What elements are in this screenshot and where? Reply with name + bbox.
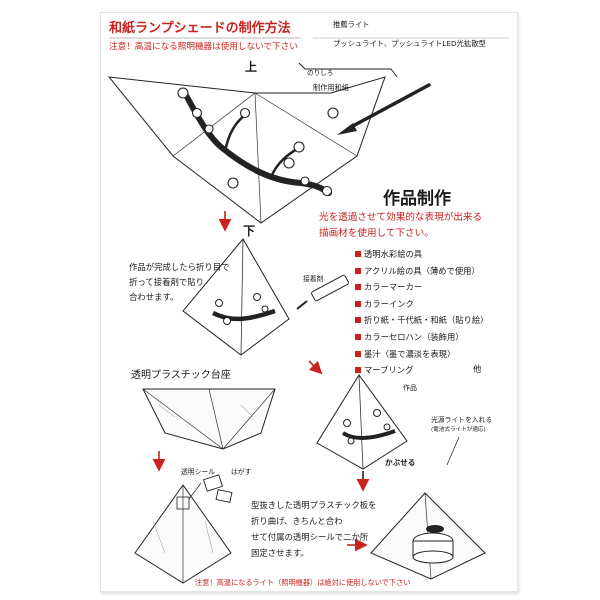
- base-text-line4: 固定させます。: [251, 548, 309, 558]
- insert-light-line2: (電池式ライトが適応): [431, 427, 486, 433]
- plastic-base-diagram: [142, 388, 276, 450]
- cover-label: かぶせる: [385, 458, 416, 467]
- warning-bottom: 注意！高温になるライト（照明機器）は絶対に使用しないで下さい: [195, 578, 411, 587]
- recommended-label: 推薦ライト: [333, 20, 370, 29]
- bullet-square-icon: [355, 300, 361, 307]
- material-item: カラーインク: [355, 299, 488, 316]
- bullet-square-icon: [355, 284, 361, 291]
- label-washi: 制作用和紙: [313, 83, 349, 92]
- materials-more: 他: [473, 364, 482, 374]
- work-intro-line2: 描画材を使用して下さい。: [319, 228, 434, 239]
- base-with-light-diagram: [370, 492, 486, 580]
- plum-branch-painting: [177, 87, 339, 197]
- peel-label: はがす: [231, 468, 252, 476]
- material-item: カラーセロハン（装飾用）: [355, 332, 488, 349]
- bullet-square-icon: [355, 251, 361, 257]
- recommended-lights: プッシュライト、プッシュライトLED光拡散型: [333, 39, 486, 48]
- bullet-square-icon: [355, 267, 361, 274]
- work-intro-line1: 光を透過させて効果的な表現が出来る: [319, 212, 483, 223]
- label-nori: のりしろ: [307, 69, 334, 77]
- finished-artwork-diagram: [316, 374, 408, 492]
- material-item: 透明水彩絵の具: [355, 249, 488, 266]
- clear-pyramid-diagram: [134, 484, 232, 584]
- label-top: 上: [245, 60, 258, 74]
- instruction-sheet: 和紙ランプシェードの制作方法 注意！高温になる照明機器は使用しないで下さい 推薦…: [100, 12, 518, 592]
- base-text-line2: 折り曲げ、きちんと合わ: [251, 516, 343, 526]
- materials-list: 透明水彩絵の具 アクリル絵の具（薄めで使用） カラーマーカー カラーインク 折り…: [355, 249, 488, 382]
- work-heading: 作品制作: [383, 189, 451, 209]
- glue-tab-flap: [298, 62, 398, 78]
- paintbrush-icon: [337, 83, 431, 135]
- material-item: マーブリング: [355, 365, 488, 382]
- material-item: カラーマーカー: [355, 282, 488, 299]
- seal-sticker-icon: [188, 474, 233, 503]
- fold-text-line2: 折って接着剤で貼り: [129, 277, 204, 287]
- base-title: 透明プラスチック台座: [131, 370, 231, 381]
- fold-text-line1: 作品が完成したら折り目で: [129, 262, 230, 272]
- bullet-square-icon: [355, 333, 361, 340]
- material-item: 折り紙・千代紙・和紙（貼り絵）: [355, 315, 488, 332]
- bullet-square-icon: [355, 317, 361, 324]
- step-arrows: [152, 211, 368, 552]
- washi-sheet-diagram: [107, 62, 398, 224]
- base-text-line3: せて付属の透明シールで二か所: [251, 532, 369, 542]
- bullet-square-icon: [355, 367, 361, 374]
- material-item: アクリル絵の具（薄めで使用）: [355, 266, 488, 283]
- fold-text-line3: 合わせます。: [129, 292, 179, 302]
- glue-label: 接着剤: [303, 275, 324, 283]
- label-bottom: 下: [243, 224, 256, 238]
- warning-top: 注意！高温になる照明機器は使用しないで下さい: [109, 42, 298, 52]
- insert-light-leader: [446, 436, 460, 466]
- material-item: 墨汁（墨で濃淡を表現）: [355, 349, 488, 366]
- artwork-label: 作品: [403, 384, 417, 392]
- insert-light-line1: 光源ライトを入れる: [431, 416, 493, 424]
- base-text-line1: 型抜きした透明プラスチック板を: [251, 500, 377, 510]
- glue-tube-icon: [296, 274, 349, 310]
- folded-pyramid-diagram: [182, 238, 290, 356]
- instruction-illustrations: [107, 37, 509, 584]
- bullet-square-icon: [355, 350, 361, 357]
- sheet-title: 和紙ランプシェードの制作方法: [109, 21, 291, 36]
- clear-seal-label: 透明シール: [181, 468, 215, 476]
